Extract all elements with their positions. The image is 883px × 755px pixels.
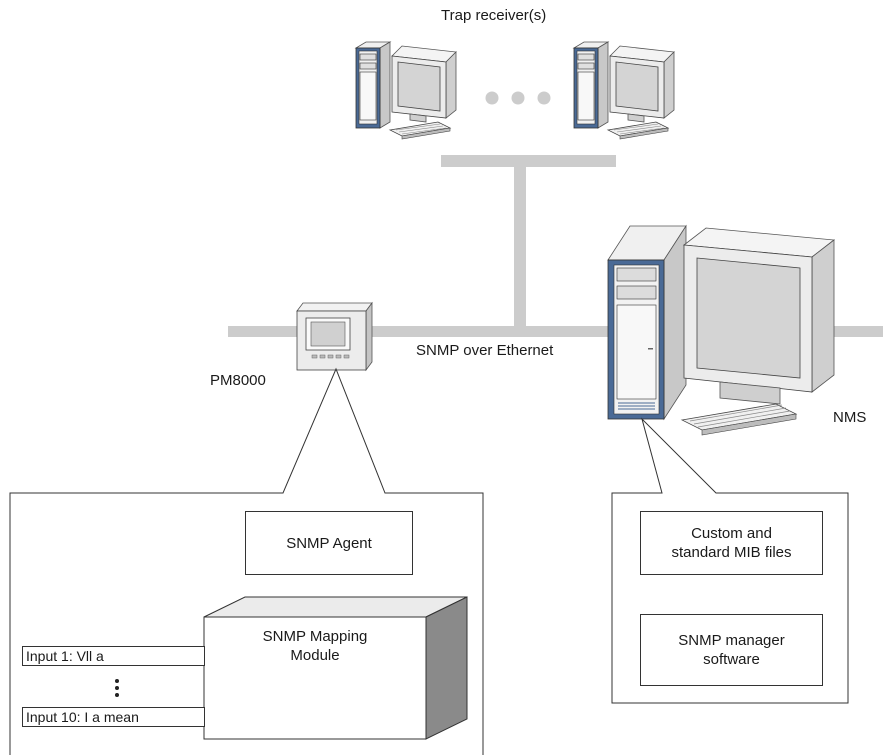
computer-icon bbox=[607, 224, 836, 436]
mib-files-box: Custom and standard MIB files bbox=[640, 511, 823, 575]
snmp-agent-box: SNMP Agent bbox=[245, 511, 413, 575]
snmp-over-ethernet-label: SNMP over Ethernet bbox=[416, 342, 554, 359]
trap-receivers-label: Trap receiver(s) bbox=[441, 7, 547, 24]
vertical-ellipsis-icon bbox=[115, 679, 119, 697]
input-first-label: Input 1: Vll a bbox=[26, 648, 104, 664]
snmp-manager-box: SNMP manager software bbox=[640, 614, 823, 686]
mib-files-line2: standard MIB files bbox=[671, 544, 792, 561]
computer-icon bbox=[355, 41, 457, 140]
mib-files-line1: Custom and bbox=[691, 525, 772, 542]
meter-callout-panel bbox=[9, 367, 484, 755]
snmp-manager-line2: software bbox=[703, 651, 760, 668]
input-first-box: Input 1: Vll a bbox=[22, 646, 205, 666]
nms-label: NMS bbox=[833, 409, 867, 426]
mapping-module-label: SNMP Mapping Module bbox=[204, 627, 426, 665]
power-meter-icon bbox=[296, 301, 373, 372]
snmp-manager-line1: SNMP manager bbox=[678, 632, 785, 649]
ellipsis-dots-icon bbox=[485, 91, 551, 105]
pm8000-label: PM8000 bbox=[210, 372, 266, 389]
mapping-module-block bbox=[203, 596, 468, 740]
mapping-module-line2: Module bbox=[290, 647, 340, 664]
snmp-agent-label: SNMP Agent bbox=[286, 534, 372, 552]
input-last-label: Input 10: I a mean bbox=[26, 709, 139, 725]
nms-callout-panel bbox=[611, 417, 849, 704]
mapping-module-line1: SNMP Mapping bbox=[262, 628, 368, 645]
computer-icon bbox=[573, 41, 675, 140]
network-backbone bbox=[228, 155, 883, 337]
input-last-box: Input 10: I a mean bbox=[22, 707, 205, 727]
